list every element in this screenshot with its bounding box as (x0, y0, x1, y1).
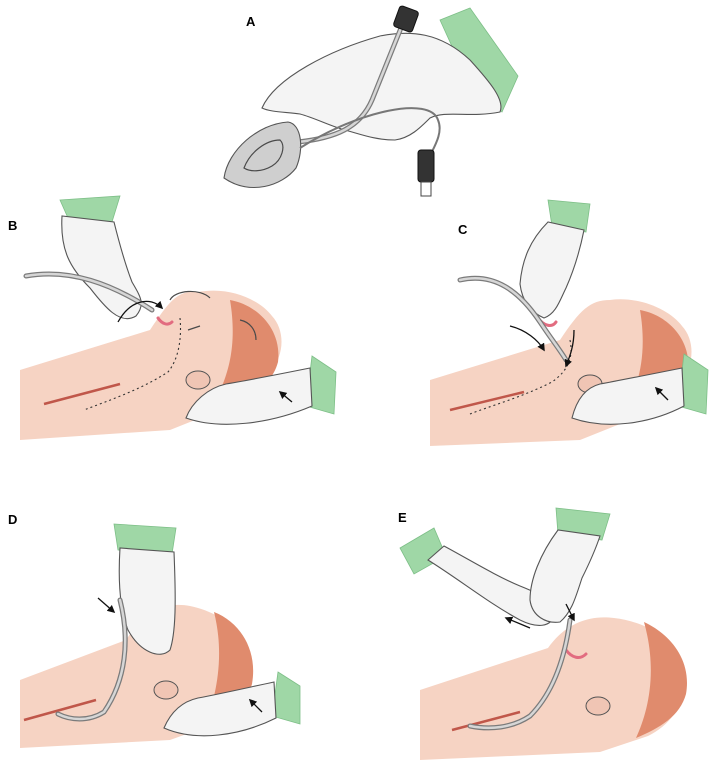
ear-d (154, 681, 178, 699)
laryngeal-mask-a (224, 122, 301, 187)
panel-label-e: E (398, 510, 407, 525)
panel-label-a: A (246, 14, 256, 29)
gloved-hand-e-top (530, 530, 600, 622)
panel-e: E (398, 508, 687, 760)
ear-e (586, 697, 610, 715)
panel-c: C (430, 200, 708, 446)
panel-label-d: D (8, 512, 17, 527)
panel-label-c: C (458, 222, 468, 237)
panel-d: D (8, 512, 300, 748)
gloved-hand-b-top (62, 216, 141, 319)
gloved-hand-c-top (520, 222, 584, 318)
panel-a: A (224, 5, 518, 196)
panel-label-b: B (8, 218, 17, 233)
ear-b (186, 371, 210, 389)
connector-a (393, 5, 419, 33)
pilot-valve-a (418, 150, 434, 182)
panel-b: B (8, 196, 336, 440)
